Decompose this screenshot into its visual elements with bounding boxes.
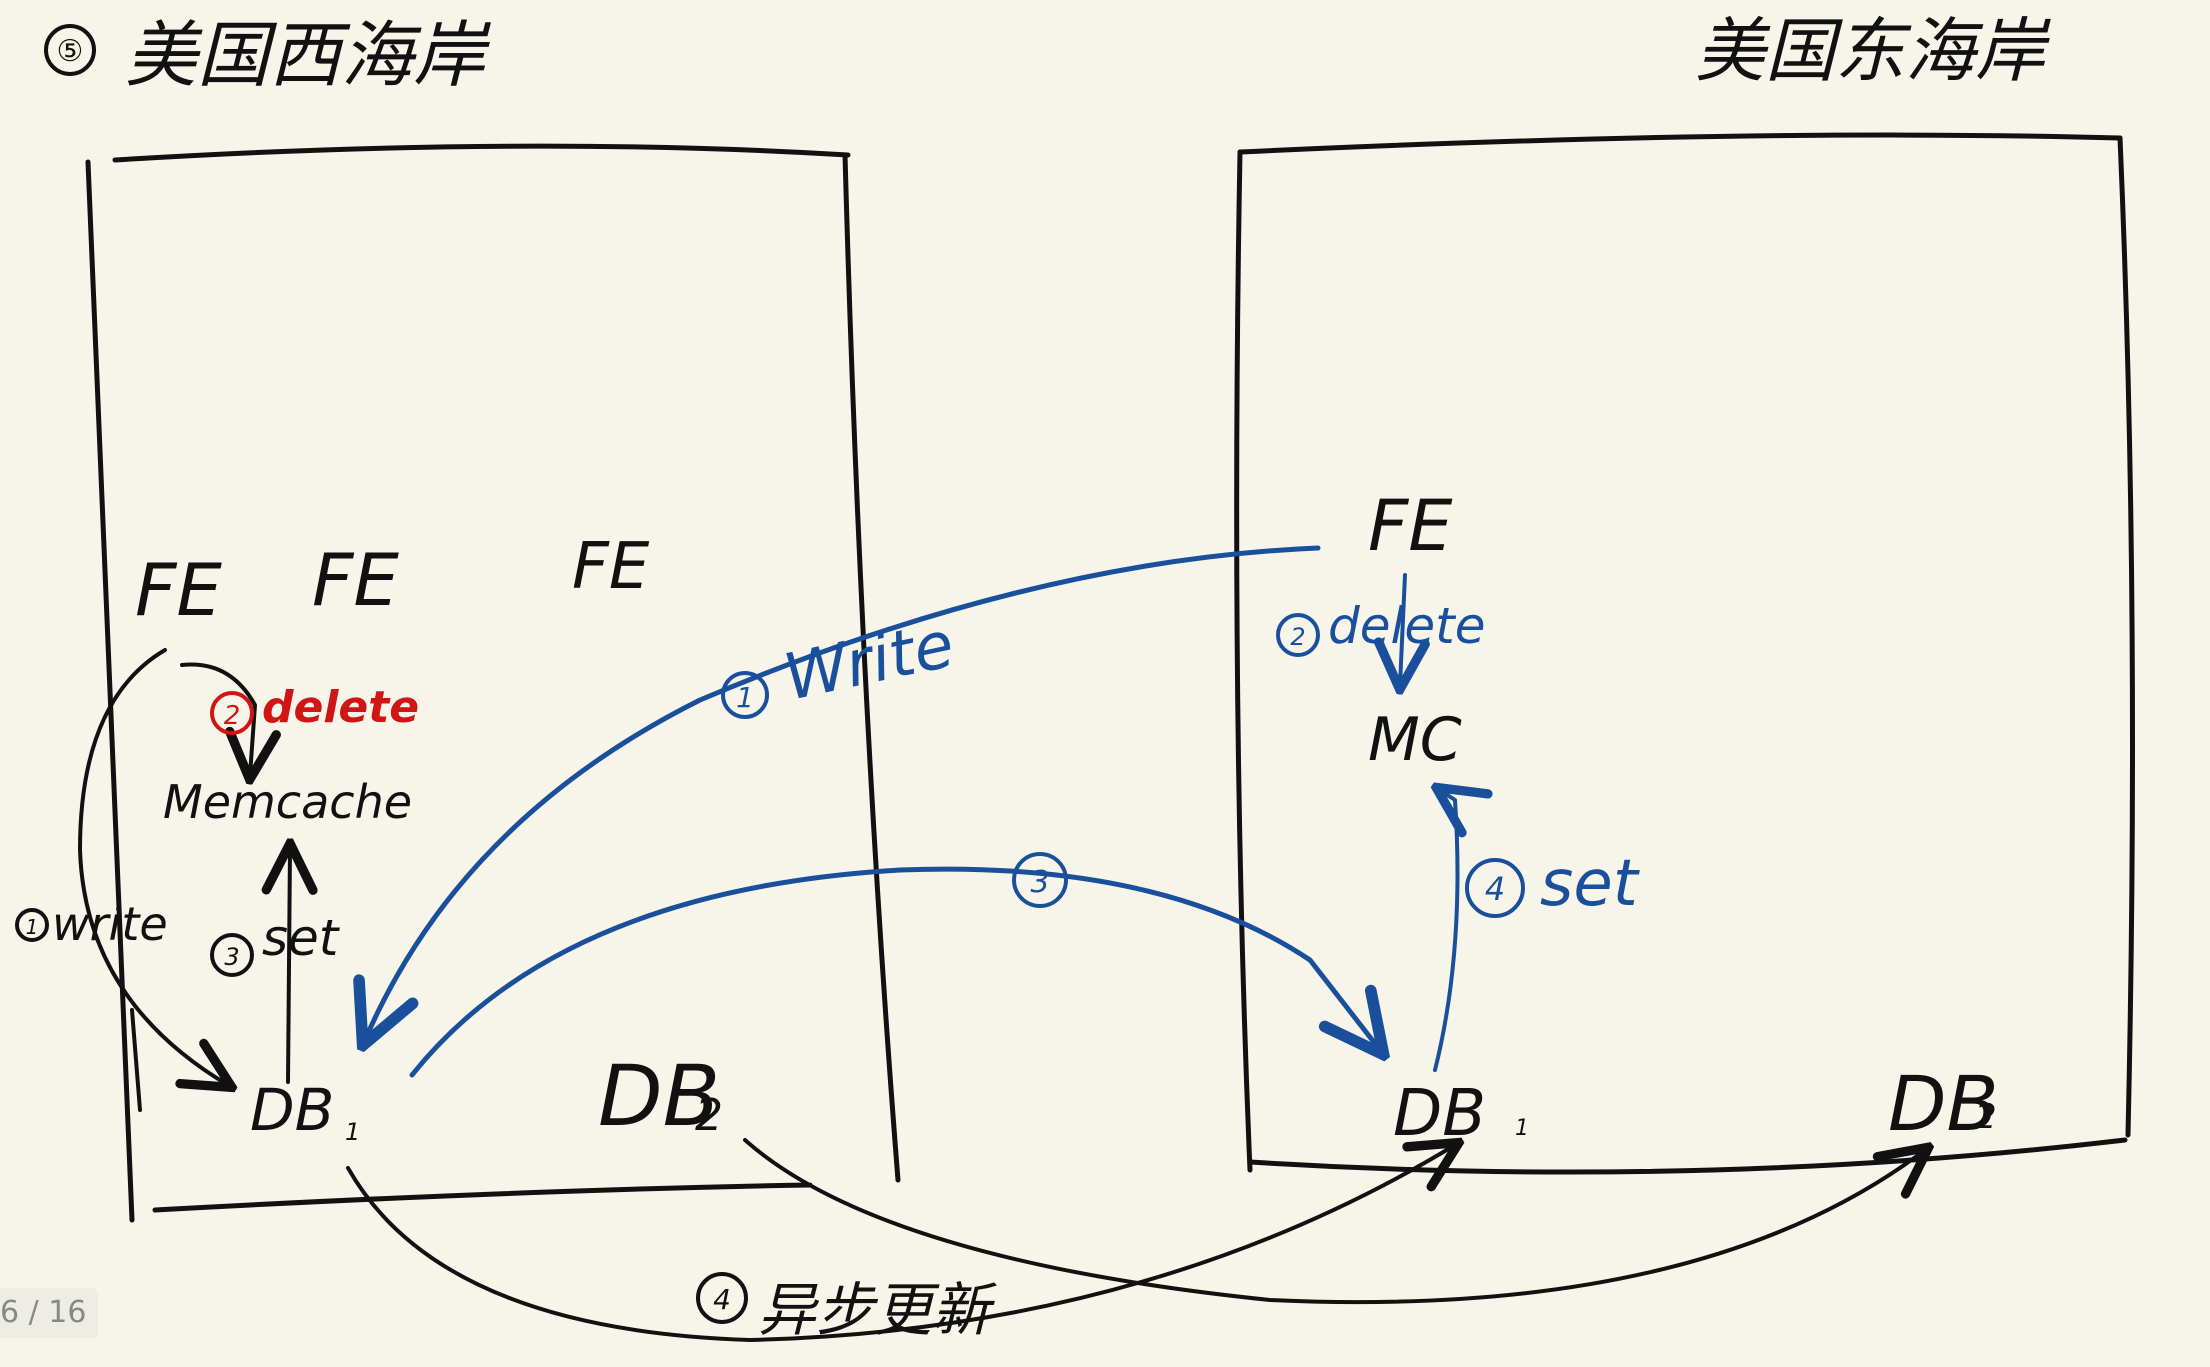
cross-async-step-circle: [696, 1272, 748, 1324]
west-coast-heading: ⑤ 美国西海岸: [44, 13, 491, 97]
east-delete-step-num: 2: [1290, 623, 1305, 651]
cross-replicate-step-circle: [1012, 852, 1068, 908]
west-memcache: Memcache: [163, 775, 412, 829]
east-db1-label: DB: [1393, 1077, 1486, 1151]
east-db2-sub: 2: [1975, 1097, 1997, 1137]
cross-async-step-num: 4: [713, 1283, 731, 1316]
west-step-delete: 2 delete: [210, 682, 419, 735]
west-fe-3: FE: [572, 530, 650, 604]
async-arrow-db1: [346, 1145, 1455, 1342]
west-db1-sub: 1: [345, 1118, 360, 1146]
west-delete-step-circle: [210, 691, 254, 735]
east-db1-sub: 1: [1515, 1116, 1529, 1141]
east-delete-step-circle: [1276, 613, 1320, 657]
east-db2-label: DB: [1888, 1059, 1999, 1148]
east-db2: DB 2: [1888, 1059, 1999, 1148]
east-db1: DB 1: [1393, 1077, 1529, 1151]
cross-write-text: Write: [778, 608, 960, 716]
west-db1: DB 1: [250, 1076, 360, 1146]
cross-async-text: 异步更新: [758, 1276, 997, 1344]
cross-write-step-num: 1: [736, 681, 754, 714]
cross-step-write: 1 Write: [721, 608, 960, 719]
west-set-step-circle: [210, 933, 254, 977]
west-db1-label: DB: [250, 1076, 334, 1144]
west-fe-1: FE: [135, 548, 222, 632]
east-set-step-num: 4: [1485, 870, 1505, 908]
west-coast-title: 美国西海岸: [125, 13, 491, 97]
west-db2: DB 2: [598, 1047, 723, 1145]
east-step-set: 4 set: [1465, 847, 1641, 921]
step-5-circle: [44, 24, 96, 76]
cross-replicate-arrow: [409, 866, 1380, 1078]
cross-step-async: 4 异步更新: [696, 1272, 997, 1344]
west-step-write: 1 write: [15, 897, 168, 951]
east-set-step-circle: [1465, 858, 1525, 918]
cross-step-replicate: 3: [1012, 852, 1068, 908]
east-mc: MC: [1368, 705, 1462, 775]
east-coast-title: 美国东海岸: [1695, 10, 2051, 92]
cross-replicate-step-num: 3: [1030, 865, 1049, 900]
west-region-box: [85, 143, 901, 1223]
east-set-text: set: [1540, 847, 1641, 921]
east-region-box: [1234, 132, 2135, 1175]
east-step-delete: 2 delete: [1276, 597, 1486, 657]
cross-write-step-circle: [721, 671, 769, 719]
west-db2-sub: 2: [695, 1090, 723, 1141]
east-delete-arrow: [1400, 573, 1405, 685]
west-delete-step-num: 2: [224, 701, 241, 731]
page-indicator: 6 / 16: [0, 1288, 99, 1338]
west-delete-text: delete: [262, 682, 419, 733]
west-step-set: 3 set: [210, 909, 341, 977]
west-write-text: write: [52, 897, 168, 951]
east-set-arrow: [1435, 790, 1458, 1072]
cross-write-arrow: [365, 545, 1321, 1040]
west-db2-label: DB: [598, 1047, 720, 1145]
west-set-arrow: [288, 848, 290, 1084]
east-fe: FE: [1368, 485, 1453, 567]
west-write-step-circle: [15, 908, 49, 942]
west-write-arrow: [78, 648, 228, 1085]
west-fe-2: FE: [312, 538, 399, 622]
east-delete-text: delete: [1328, 597, 1486, 655]
west-set-text: set: [262, 909, 341, 967]
west-step-label: ⑤: [57, 34, 84, 69]
west-write-step-num: 1: [26, 915, 39, 939]
west-set-step-num: 3: [224, 943, 239, 971]
async-arrow-db2: [743, 1138, 1925, 1305]
west-delete-arrow: [180, 662, 255, 776]
